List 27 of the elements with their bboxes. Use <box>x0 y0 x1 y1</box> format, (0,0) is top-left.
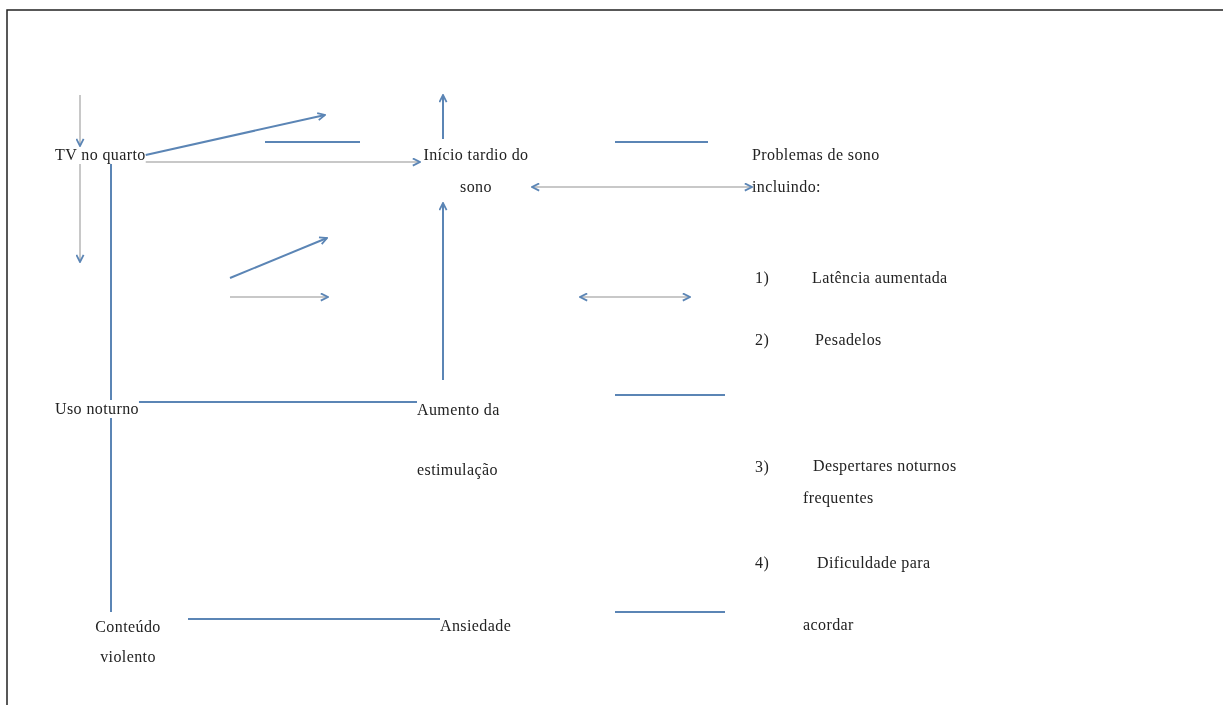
node-text: Problemas de sono incluindo: <box>752 145 881 197</box>
node-text: TV no quarto <box>55 146 146 164</box>
arrow <box>438 202 448 381</box>
node-text: Uso noturno <box>55 400 139 418</box>
arrow <box>75 94 85 147</box>
list-text: 3) <box>755 458 770 476</box>
arrow <box>144 112 326 156</box>
connector-line <box>110 163 112 401</box>
connector-line <box>110 417 112 613</box>
list-text: 4) <box>755 554 770 572</box>
node-text: Aumento da estimulação <box>417 400 501 481</box>
node-text: Início tardio do sono <box>422 145 530 197</box>
connector-line <box>137 401 418 403</box>
connector-line <box>187 618 441 620</box>
node-text: Conteúdo violento <box>94 617 162 667</box>
node-text: Ansiedade <box>440 617 512 635</box>
list-text: 2) <box>755 331 770 349</box>
arrow <box>531 182 753 192</box>
list-text: Latência aumentada <box>812 269 948 287</box>
list-text: acordar <box>803 616 854 634</box>
list-text: Dificuldade para <box>817 554 931 572</box>
list-text: 1) <box>755 269 770 287</box>
list-text: Despertares noturnos frequentes <box>803 456 958 509</box>
list-text: Pesadelos <box>815 331 882 349</box>
arrow <box>75 163 85 263</box>
arrow <box>144 157 421 167</box>
arrow <box>438 94 448 140</box>
